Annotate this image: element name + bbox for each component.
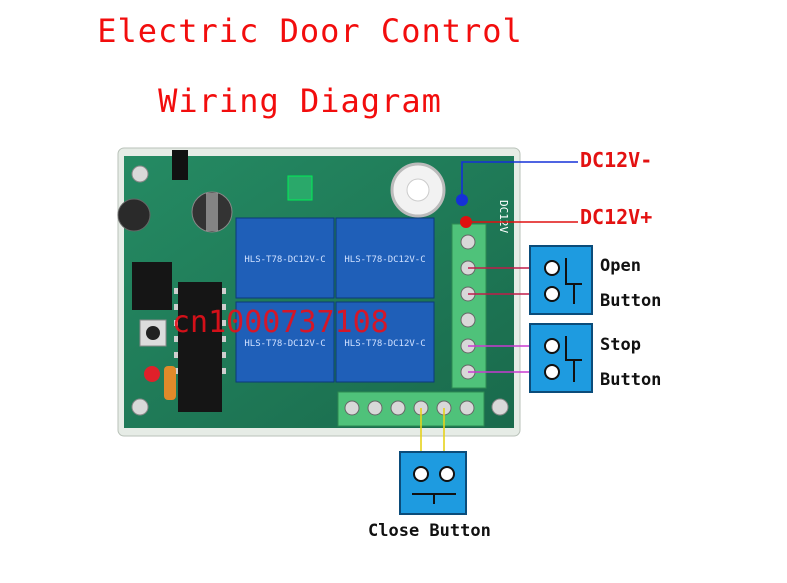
terminal-label: DC12V <box>497 200 510 233</box>
stop-button-terminal <box>544 338 560 354</box>
mount-hole <box>131 398 149 416</box>
tact-switch-cap <box>146 326 160 340</box>
relay <box>235 217 335 299</box>
open-button-label-line1: Open <box>600 256 641 276</box>
open-button-terminal <box>544 286 560 302</box>
close-button-box <box>399 451 467 515</box>
diagram-subtitle: Wiring Diagram <box>158 82 442 120</box>
dc-positive-label: DC12V+ <box>580 205 653 229</box>
capacitor-stripe <box>206 193 218 231</box>
trimmer <box>287 175 313 201</box>
relay-label: HLS-T78-DC12V-C <box>344 339 425 349</box>
relay <box>335 217 435 299</box>
dc-positive-dot <box>460 216 472 228</box>
close-button-terminal <box>439 466 455 482</box>
stop-button-box <box>529 323 593 393</box>
mount-hole <box>491 398 509 416</box>
mount-hole <box>131 165 149 183</box>
relay-label: HLS-T78-DC12V-C <box>344 255 425 265</box>
stop-button-terminal <box>544 364 560 380</box>
dc-negative-label: DC12V- <box>580 148 653 172</box>
stop-button-label-line1: Stop <box>600 335 641 355</box>
ic-chip <box>132 262 172 310</box>
wire-dc-negative <box>461 161 578 200</box>
watermark: cn1000737108 <box>172 305 389 340</box>
relay-label: HLS-T78-DC12V-C <box>244 255 325 265</box>
jumper-header <box>172 150 188 180</box>
open-button-box <box>529 245 593 315</box>
close-button-terminal <box>413 466 429 482</box>
relay-label: HLS-T78-DC12V-C <box>244 339 325 349</box>
stop-button-label-line2: Button <box>600 370 662 390</box>
terminal-screws-bottom <box>344 400 475 416</box>
close-button-label: Close Button <box>368 521 491 541</box>
open-button-label-line2: Button <box>600 291 662 311</box>
led <box>144 366 160 382</box>
antenna-coil-core <box>406 178 430 202</box>
relay <box>335 301 435 383</box>
ic-chip <box>178 282 222 412</box>
open-button-terminal <box>544 260 560 276</box>
relay <box>235 301 335 383</box>
diagram-title: Electric Door Control <box>97 12 523 50</box>
capacitor <box>117 198 151 232</box>
resistor <box>164 366 176 400</box>
dc-negative-dot <box>456 194 468 206</box>
